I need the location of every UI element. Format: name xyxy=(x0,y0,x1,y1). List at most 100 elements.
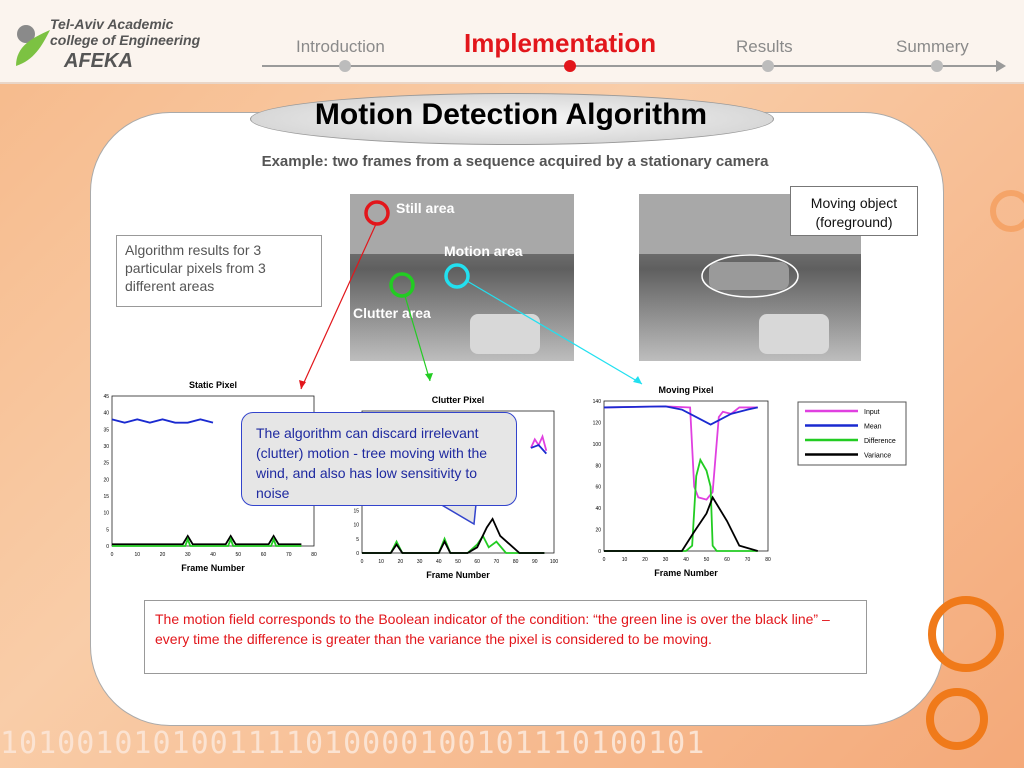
x-tick-label: 70 xyxy=(745,557,751,563)
x-tick-label: 20 xyxy=(398,559,404,565)
x-tick-label: 60 xyxy=(261,552,267,558)
series-line-difference xyxy=(112,536,302,547)
y-tick-label: 25 xyxy=(103,461,109,467)
clutter-connector-arrow xyxy=(425,373,433,381)
nav-dot-introduction[interactable] xyxy=(339,60,351,72)
y-tick-label: 40 xyxy=(595,506,601,512)
logo-text: Tel-Aviv Academic college of Engineering xyxy=(50,16,200,48)
series-line-difference xyxy=(604,457,758,552)
y-tick-label: 5 xyxy=(356,537,359,543)
y-tick-label: 80 xyxy=(595,463,601,469)
y-tick-label: 15 xyxy=(353,508,359,514)
logo-line-2: college of Engineering xyxy=(50,32,201,48)
x-tick-label: 50 xyxy=(235,552,241,558)
y-tick-label: 140 xyxy=(593,399,602,405)
nav-item-introduction[interactable]: Introduction xyxy=(296,37,385,56)
x-tick-label: 100 xyxy=(550,559,559,565)
algorithm-results-box: Algorithm results for 3 particular pixel… xyxy=(116,235,322,307)
legend-label-mean: Mean xyxy=(864,424,882,431)
series-line-mean xyxy=(530,444,547,455)
y-tick-label: 45 xyxy=(103,394,109,400)
y-tick-label: 20 xyxy=(595,528,601,534)
moving-car xyxy=(709,262,789,290)
nav-item-results[interactable]: Results xyxy=(736,37,793,56)
title-pill xyxy=(250,93,774,145)
parked-car-2 xyxy=(759,314,829,354)
motion-area-label: Motion area xyxy=(444,243,523,259)
clutter-connector-line xyxy=(404,295,431,382)
y-tick-label: 0 xyxy=(598,549,601,555)
leaf-icon xyxy=(16,25,50,66)
chart-xlabel: Frame Number xyxy=(181,563,245,573)
y-tick-label: 0 xyxy=(106,544,109,550)
binary-decoration: 1010010101001111010000100101110100101 xyxy=(0,726,706,761)
decor-ring-2 xyxy=(926,688,988,750)
clutter-explanation-bubble: The algorithm can discard irrelevant (cl… xyxy=(241,412,517,506)
x-tick-label: 40 xyxy=(683,557,689,563)
moving-object-callout: Moving object (foreground) xyxy=(790,186,918,236)
series-line-mean xyxy=(603,405,758,426)
x-tick-label: 80 xyxy=(513,559,519,565)
frame-photo-1 xyxy=(350,194,574,361)
chart-plot-area xyxy=(603,400,769,552)
nav-item-summery[interactable]: Summery xyxy=(896,37,969,56)
slide-subtitle: Example: two frames from a sequence acqu… xyxy=(261,153,769,170)
logo-brand: AFEKA xyxy=(64,50,133,72)
series-line-mean xyxy=(111,418,214,424)
x-tick-label: 30 xyxy=(185,552,191,558)
series-line-variance xyxy=(604,495,759,552)
building-region xyxy=(350,194,574,254)
x-tick-label: 10 xyxy=(622,557,628,563)
x-tick-label: 20 xyxy=(160,552,166,558)
y-tick-label: 10 xyxy=(353,523,359,529)
legend-label-difference: Difference xyxy=(864,438,896,445)
y-tick-label: 30 xyxy=(103,444,109,450)
still-marker-ring xyxy=(364,200,390,226)
y-tick-label: 120 xyxy=(593,420,602,426)
y-tick-label: 40 xyxy=(103,411,109,417)
slide-title: Motion Detection Algorithm xyxy=(314,98,708,131)
y-tick-label: 0 xyxy=(356,551,359,557)
x-tick-label: 30 xyxy=(417,559,423,565)
x-tick-label: 40 xyxy=(436,559,442,565)
still-area-label: Still area xyxy=(396,200,455,216)
x-tick-label: 80 xyxy=(765,557,771,563)
series-line-variance xyxy=(112,534,302,546)
nav-dot-results[interactable] xyxy=(762,60,774,72)
y-tick-label: 10 xyxy=(103,511,109,517)
still-connector-line xyxy=(300,223,377,390)
y-tick-label: 15 xyxy=(103,494,109,500)
nav-dot-summery[interactable] xyxy=(931,60,943,72)
y-tick-label: 35 xyxy=(103,427,109,433)
nav-item-implementation[interactable]: Implementation xyxy=(464,28,657,58)
chart-xlabel: Frame Number xyxy=(426,570,490,580)
still-connector-arrow xyxy=(299,380,306,389)
y-tick-label: 20 xyxy=(103,477,109,483)
chart-title: Static Pixel xyxy=(189,380,237,390)
y-tick-label: 60 xyxy=(595,485,601,491)
x-tick-label: 70 xyxy=(494,559,500,565)
chart-title: Moving Pixel xyxy=(658,385,713,395)
decor-ring-3 xyxy=(990,190,1024,232)
x-tick-label: 0 xyxy=(603,557,606,563)
x-tick-label: 60 xyxy=(724,557,730,563)
y-tick-label: 5 xyxy=(106,527,109,533)
parked-car xyxy=(470,314,540,354)
clutter-marker-ring xyxy=(389,272,415,298)
x-tick-label: 0 xyxy=(111,552,114,558)
motion-field-explanation: The motion field corresponds to the Bool… xyxy=(144,600,867,674)
chart-title: Clutter Pixel xyxy=(432,395,485,405)
series-line-variance xyxy=(362,517,545,554)
x-tick-label: 90 xyxy=(532,559,538,565)
legend-label-variance: Variance xyxy=(864,453,891,460)
motion-connector-arrow xyxy=(633,376,642,384)
x-tick-label: 20 xyxy=(642,557,648,563)
x-tick-label: 10 xyxy=(134,552,140,558)
x-tick-label: 40 xyxy=(210,552,216,558)
x-tick-label: 60 xyxy=(474,559,480,565)
header-bar xyxy=(0,0,1024,84)
nav-dot-implementation[interactable] xyxy=(564,60,576,72)
y-tick-label: 100 xyxy=(593,442,602,448)
